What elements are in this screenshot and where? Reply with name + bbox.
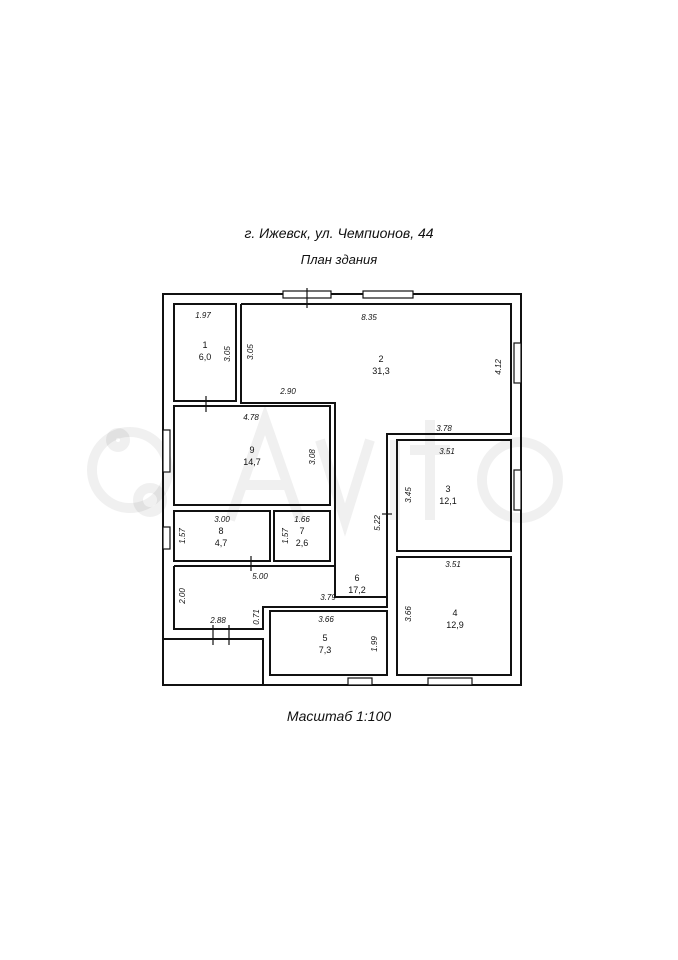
window — [162, 429, 171, 473]
room-4-wall — [396, 556, 512, 676]
room-2-number: 2 — [378, 354, 383, 364]
address-title: г. Ижевск, ул. Чемпионов, 44 — [244, 225, 434, 241]
room-1-wall — [173, 303, 237, 402]
room-5-number: 5 — [322, 633, 327, 643]
porch-wall — [163, 638, 264, 685]
room-6-number: 6 — [354, 573, 359, 583]
dim-label: 3.79 — [320, 593, 336, 602]
room-4-number: 4 — [452, 608, 457, 618]
window — [347, 677, 373, 686]
room-9-wall — [173, 405, 331, 506]
room-5-area: 7,3 — [319, 645, 332, 655]
room-7-wall — [273, 510, 331, 562]
dim-label: 3.66 — [404, 606, 413, 622]
dim-label: 4.78 — [243, 413, 259, 422]
dim-label: 5.00 — [252, 572, 268, 581]
dim-label: 1.97 — [195, 311, 211, 320]
room-2-wall — [240, 303, 512, 598]
dim-label: 1.57 — [281, 528, 290, 544]
room-9-number: 9 — [249, 445, 254, 455]
dim-label: 3.78 — [436, 424, 452, 433]
dim-label: 2.00 — [178, 588, 187, 605]
window — [427, 677, 473, 686]
avito-watermark — [87, 404, 563, 537]
room-3-number: 3 — [445, 484, 450, 494]
plan-subtitle: План здания — [300, 252, 378, 267]
room-6-area: 17,2 — [348, 585, 366, 595]
dim-label: 2.90 — [279, 387, 296, 396]
dim-label: 0.71 — [252, 609, 261, 625]
dim-label: 1.66 — [294, 515, 310, 524]
window — [162, 526, 171, 550]
window — [513, 342, 522, 384]
window — [513, 469, 522, 511]
room-1-area: 6,0 — [199, 352, 212, 362]
room-2-area: 31,3 — [372, 366, 390, 376]
dim-label: 3.08 — [308, 449, 317, 465]
room-3-wall — [396, 439, 512, 552]
room-9-area: 14,7 — [243, 457, 261, 467]
room-7-number: 7 — [299, 526, 304, 536]
dim-label: 3.05 — [246, 344, 255, 360]
dim-label: 1.99 — [370, 636, 379, 652]
dim-label: 2.88 — [209, 616, 226, 625]
dim-label: 3.66 — [318, 615, 334, 624]
room-1-number: 1 — [202, 340, 207, 350]
dim-label: 3.05 — [223, 346, 232, 362]
dim-label: 4.12 — [494, 359, 503, 375]
room-8-wall — [173, 510, 271, 562]
room-8-area: 4,7 — [215, 538, 228, 548]
dim-label: 3.51 — [445, 560, 461, 569]
room-8-number: 8 — [218, 526, 223, 536]
room-3-area: 12,1 — [439, 496, 457, 506]
dim-label: 1.57 — [178, 528, 187, 544]
dim-label: 3.51 — [439, 447, 455, 456]
room-7-area: 2,6 — [296, 538, 309, 548]
room-5-wall — [269, 610, 388, 676]
scale-label: Масштаб 1:100 — [286, 708, 392, 724]
dim-label: 5.22 — [373, 515, 382, 531]
dim-label: 8.35 — [361, 313, 377, 322]
dim-label: 3.45 — [404, 487, 413, 503]
room-6-wall — [173, 565, 388, 630]
outer-wall — [162, 293, 522, 686]
room-4-area: 12,9 — [446, 620, 464, 630]
window — [362, 290, 414, 299]
dim-label: 3.00 — [214, 515, 230, 524]
